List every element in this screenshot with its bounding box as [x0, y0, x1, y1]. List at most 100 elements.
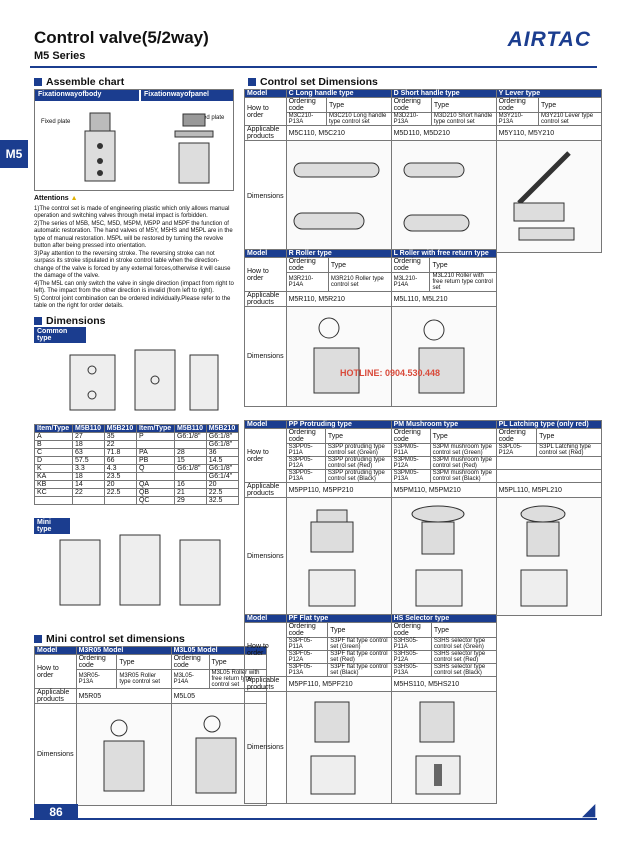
- page-number: 86: [34, 804, 78, 820]
- type-label: Type: [327, 257, 392, 273]
- control-set-table-2: Model R Roller type L Roller with free r…: [244, 249, 497, 407]
- roller-free-drawing: [390, 306, 497, 407]
- mini-control-table: Model M3R05 Model M3L05 Model How to ord…: [34, 646, 267, 806]
- order-code: S3HS05-P12A: [390, 650, 432, 664]
- order-type: S3PM mushroom type control set (Green): [429, 443, 497, 457]
- order-code: S3PP05-P12A: [285, 456, 326, 470]
- hotline-watermark: HOTLINE: 0904.530.448: [340, 368, 441, 378]
- warning-icon: ▲: [70, 195, 78, 202]
- order-type: S3PP protruding type control set (Green): [324, 443, 392, 457]
- order-type: S3HS selector type control set (Green): [430, 637, 497, 651]
- table-cell: 22: [72, 488, 105, 497]
- valve-body-drawing: [84, 112, 116, 182]
- ordering-code-label: Ordering code: [285, 428, 326, 444]
- selector-drawing: [390, 691, 497, 804]
- table-cell: 15: [173, 456, 207, 465]
- type-label: Type: [430, 622, 497, 638]
- panel-fixation-label: Fixationwayofpanel: [141, 90, 233, 101]
- dimensions-label: Dimensions: [34, 703, 77, 806]
- attention-item: 4)The M5L can only switch the valve in s…: [34, 280, 234, 295]
- applicable-product: M5L110, M5L210: [390, 291, 497, 307]
- common-type-drawing: [69, 349, 219, 411]
- order-type: M3Y210 Lever type control set: [538, 112, 602, 126]
- protruding-drawing: [285, 497, 392, 616]
- assemble-chart-box: Fixationwayofbody Fixationwayofpanel Fix…: [34, 89, 234, 191]
- order-code: M3L05-P14A: [170, 669, 210, 689]
- applicable-label: Applicable products: [244, 482, 287, 498]
- col-protruding: PP Protruding type: [285, 420, 392, 429]
- order-type: M3R05 Roller type control set: [116, 669, 172, 689]
- ordering-code-label: Ordering code: [495, 97, 540, 113]
- applicable-label: Applicable products: [34, 688, 77, 704]
- ordering-code-label: Ordering code: [390, 428, 431, 444]
- type-label: Type: [430, 97, 497, 113]
- applicable-product: M5C110, M5C210: [285, 125, 392, 141]
- body-fixation-label: Fixationwayofbody: [35, 90, 139, 101]
- col-model: Model: [34, 646, 77, 655]
- table-cell: P: [135, 432, 175, 441]
- table-cell: 22.5: [205, 488, 240, 497]
- dim-col-header: M5B110: [72, 424, 105, 433]
- empty-cell: [495, 469, 602, 483]
- ordering-code-label: Ordering code: [285, 97, 328, 113]
- table-cell: 20: [205, 480, 240, 489]
- col-selector: HS Selector type: [390, 614, 497, 623]
- table-cell: 3.3: [72, 464, 105, 473]
- col-latching: PL Latching type (only red): [495, 420, 602, 429]
- section-marker-icon: [34, 635, 42, 643]
- common-type-label: Common type: [34, 327, 86, 343]
- table-cell: G6:1/8": [173, 464, 207, 473]
- header-rule: [30, 66, 597, 68]
- fixed-plate-label: Fixed plate: [195, 115, 225, 121]
- table-cell: 28: [173, 448, 207, 457]
- col-mushroom: PM Mushroom type: [390, 420, 497, 429]
- applicable-product: M5PF110, M5PF210: [285, 676, 392, 692]
- table-cell: [173, 440, 207, 449]
- mini-type-label: Mini type: [34, 518, 70, 534]
- table-cell: 18: [72, 440, 105, 449]
- table-cell: G6:1/8": [173, 432, 207, 441]
- order-code: S3PM05-P13A: [390, 469, 431, 483]
- dim-col-header: M5B110: [173, 424, 207, 433]
- type-label: Type: [116, 654, 172, 670]
- table-cell: QB: [135, 488, 175, 497]
- page-title: Control valve(5/2way): [34, 28, 209, 47]
- attention-item: 1)The control set is made of engineering…: [34, 205, 230, 220]
- flat-drawing: [285, 691, 392, 804]
- table-cell: 63: [72, 448, 105, 457]
- brand-logo: AIRTAC: [507, 28, 591, 51]
- table-cell: 22.5: [103, 488, 137, 497]
- type-label: Type: [538, 97, 602, 113]
- table-cell: 23.5: [103, 472, 137, 481]
- col-long-handle: C Long handle type: [285, 89, 392, 98]
- order-type: S3PL Latching type control set (Red): [536, 443, 602, 457]
- lever-drawing: [495, 140, 602, 253]
- order-code: S3PF05-P11A: [285, 637, 329, 651]
- order-type: M3L210 Roller with free return type cont…: [429, 272, 497, 292]
- ordering-code-label: Ordering code: [495, 428, 538, 444]
- table-cell: [135, 472, 175, 481]
- attention-notes: Attentions ▲ 1)The control set is made o…: [34, 195, 234, 311]
- applicable-product: M5Y110, M5Y210: [495, 125, 602, 141]
- type-label: Type: [536, 428, 602, 444]
- dimensions-label: Dimensions: [244, 691, 287, 804]
- col-model: Model: [244, 249, 287, 258]
- long-handle-drawing: [285, 140, 392, 253]
- ordering-code-label: Ordering code: [390, 97, 432, 113]
- series-subtitle: M5 Series: [34, 50, 86, 62]
- order-code: M3R210-P14A: [285, 272, 329, 292]
- table-cell: 35: [103, 432, 137, 441]
- order-code: S3PF05-P12A: [285, 650, 329, 664]
- order-type: S3HS selector type control set (Red): [430, 650, 497, 664]
- table-cell: KB: [34, 480, 73, 489]
- ordering-code-label: Ordering code: [390, 257, 431, 273]
- table-cell: 14: [72, 480, 105, 489]
- mushroom-drawing: [390, 497, 497, 616]
- r-roller-drawing: [75, 703, 172, 806]
- corner-logo-icon: ◢: [582, 802, 595, 819]
- table-cell: 4.3: [103, 464, 137, 473]
- order-type: S3HS selector type control set (Black): [430, 663, 497, 677]
